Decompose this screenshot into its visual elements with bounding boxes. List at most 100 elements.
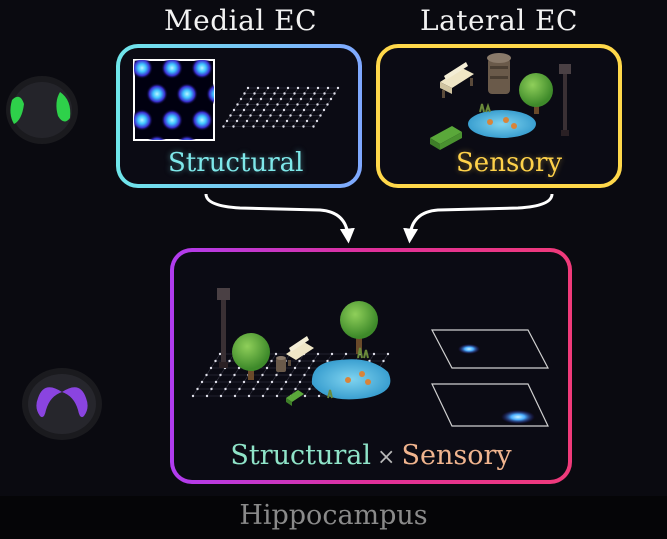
grid-dot [245, 119, 249, 123]
grid-dot [276, 86, 280, 90]
pond-icon [311, 347, 391, 400]
grid-dot [303, 92, 306, 95]
grid-dot [191, 394, 195, 398]
grid-dot [233, 373, 236, 377]
grid-dot [237, 366, 241, 370]
grid-dot [253, 92, 256, 95]
grid-dot [261, 373, 264, 377]
grid-dot [214, 359, 217, 363]
grid-dot [330, 352, 334, 356]
grid-dot [279, 114, 282, 117]
place-field-map-1 [431, 329, 549, 369]
grid-dot [275, 394, 279, 398]
grid-dot [252, 108, 256, 112]
arrow-medial-to-hippocampus [204, 193, 355, 244]
tree-icon [340, 301, 378, 354]
grid-dot [298, 380, 302, 384]
grid-dot [372, 352, 376, 356]
grid-dot [261, 394, 265, 398]
grid-dot [296, 86, 300, 90]
park-objects-combined [217, 288, 391, 406]
grid-dot [249, 97, 253, 101]
grid-dot [209, 366, 213, 370]
grid-dot [252, 387, 255, 391]
grid-dot [249, 114, 252, 117]
grid-dot [270, 380, 274, 384]
grid-dot [322, 108, 326, 112]
grid-dot [259, 97, 263, 101]
grid-dot [232, 108, 236, 112]
grid-dot [273, 92, 276, 95]
grid-dot [269, 114, 272, 117]
times-symbol: × [377, 445, 396, 470]
grid-dot [382, 359, 385, 363]
combined-structural: Structural [230, 440, 372, 471]
grid-dot [238, 387, 241, 391]
grid-dot [326, 359, 329, 363]
grid-dot [286, 103, 289, 106]
grid-dot [272, 108, 276, 112]
grid-dot [236, 103, 239, 106]
grid-dot [228, 359, 231, 363]
grid-dot [232, 125, 235, 128]
grid-dot [289, 114, 292, 117]
grid-dot [275, 119, 279, 123]
grid-dot [275, 373, 278, 377]
place-field-map-2 [431, 383, 549, 427]
sensory-caption: Sensory [456, 148, 563, 178]
grid-dot [282, 125, 285, 128]
grid-dot [256, 380, 260, 384]
grid-dot [319, 97, 323, 101]
grid-dot [262, 108, 266, 112]
grid-dot [282, 108, 286, 112]
grid-dot [309, 97, 313, 101]
grid-dot [265, 366, 269, 370]
grid-dot [279, 97, 283, 101]
grid-dot [228, 380, 232, 384]
grid-dot [266, 387, 269, 391]
trash-can-icon [487, 53, 511, 94]
grid-dot [316, 86, 320, 90]
grid-cell-map [133, 59, 215, 141]
grid-dot [302, 125, 305, 128]
grid-dot [219, 394, 223, 398]
grid-dot [225, 119, 229, 123]
grid-dot [239, 114, 242, 117]
grid-dot [299, 114, 302, 117]
grid-dot [319, 114, 322, 117]
grid-dot [229, 114, 232, 117]
structural-caption: Structural [168, 148, 304, 178]
grid-dot [259, 114, 262, 117]
grid-dot [280, 387, 283, 391]
grid-dot [256, 86, 260, 90]
grid-dot [276, 103, 279, 106]
grid-dot [308, 387, 311, 391]
grid-dot [270, 359, 273, 363]
grid-dot [326, 86, 330, 90]
grid-dot [263, 92, 266, 95]
grid-dot [299, 97, 303, 101]
street-lamp-icon [217, 288, 230, 368]
grid-dot [303, 394, 307, 398]
grid-dot [294, 387, 297, 391]
grid-dot [235, 119, 239, 123]
grid-dot [313, 92, 316, 95]
brain-slice-entorhinal-icon [6, 76, 78, 144]
grid-dot [292, 108, 296, 112]
grid-dot [262, 125, 265, 128]
grid-dot [336, 86, 340, 90]
grid-dot [246, 86, 250, 90]
grid-dot [205, 373, 208, 377]
park-objects-sensory [430, 53, 571, 150]
grid-dot [312, 125, 315, 128]
grid-dot [302, 108, 306, 112]
grid-dot [316, 352, 320, 356]
trash-can-icon [276, 356, 286, 372]
structural-grid [222, 86, 340, 128]
hedge-icon [430, 126, 462, 150]
grid-dot [293, 92, 296, 95]
grid-dot [285, 119, 289, 123]
grid-dot [233, 394, 237, 398]
grid-dot [344, 352, 348, 356]
